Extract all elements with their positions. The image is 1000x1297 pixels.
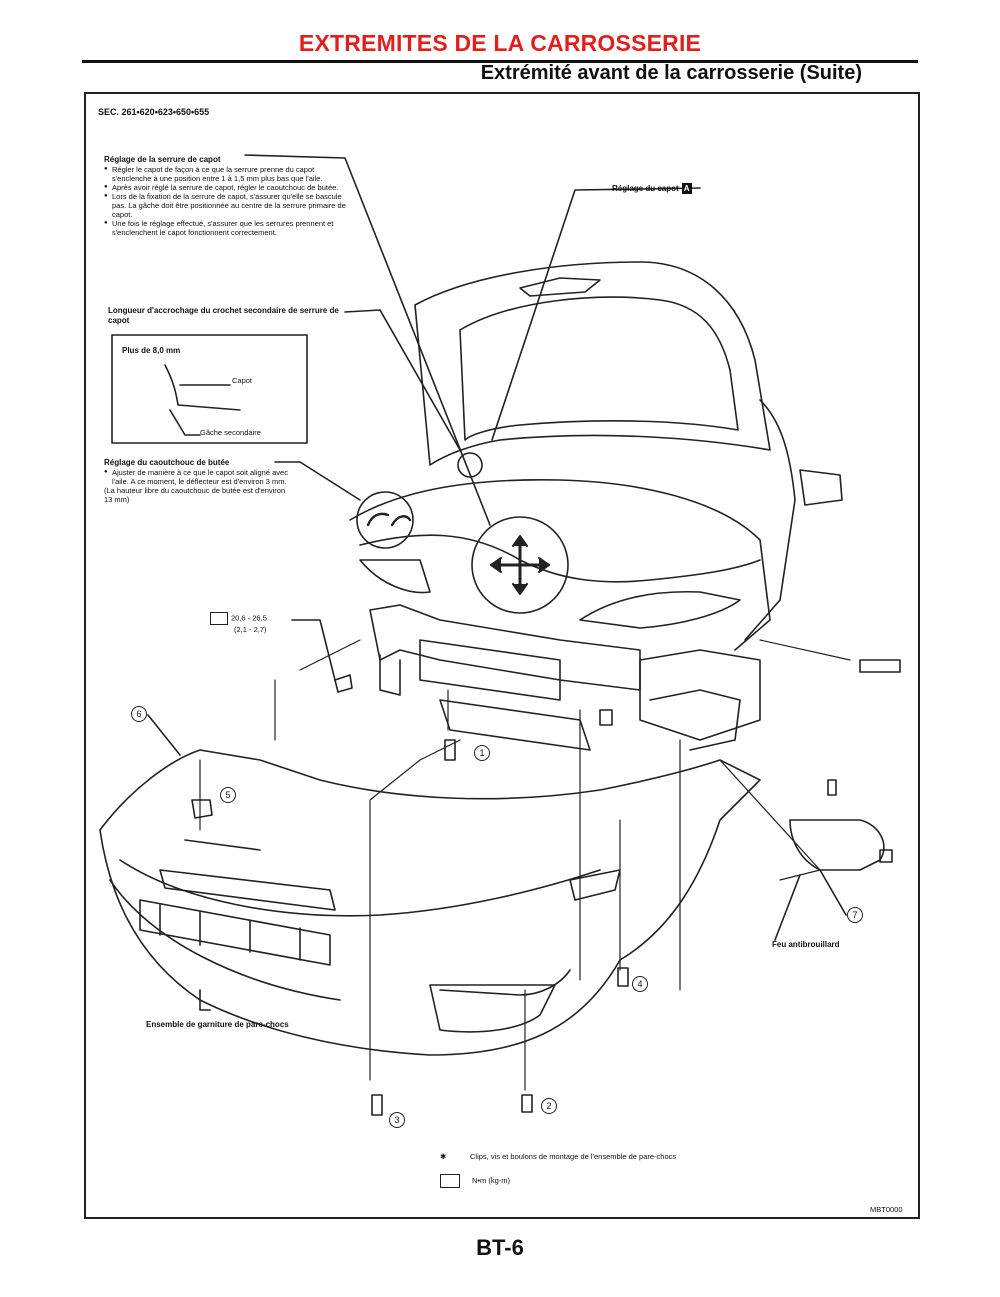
callout-number: 4 [632, 976, 648, 992]
hood-adjust-text: Réglage du capot [612, 184, 679, 193]
hood-lock-callout: Réglage de la serrure de capot Régler le… [104, 155, 349, 237]
callout-number: 3 [389, 1112, 405, 1128]
hook-length-title: Longueur d'accrochage du crochet seconda… [108, 306, 339, 325]
legend-star: ✱ Clips, vis et boulons de montage de l'e… [440, 1152, 676, 1161]
legend-torque-text: N•m (kg-m) [472, 1175, 511, 1185]
hood-inner-panel [459, 296, 739, 441]
torque-sub: (2,1 - 2,7) [234, 625, 267, 634]
legend-star-text: Clips, vis et boulons de montage de l'en… [470, 1152, 677, 1161]
star-icon: ✱ [440, 1152, 447, 1161]
bumper-cover [99, 829, 621, 1056]
ref-box-a: A [681, 183, 692, 194]
callout-number: 6 [131, 706, 147, 722]
headlamp-right [579, 590, 741, 629]
callout-number: 5 [220, 787, 236, 803]
callout-number: 2 [541, 1098, 557, 1114]
title-rule [82, 60, 918, 63]
bumper-rubber-callout: Réglage du caoutchouc de butée Ajuster d… [104, 458, 289, 504]
hood-lock-bullet: Lors de la fixation de la serrure de cap… [104, 192, 349, 219]
hood-lock-bullet: Après avoir réglé la serrure de capot, r… [104, 183, 349, 192]
fog-lamp-opening [429, 984, 556, 1033]
page-subtitle: Extrémité avant de la carrosserie (Suite… [480, 62, 862, 84]
torque-icon [210, 612, 228, 625]
page-number: BT-6 [476, 1235, 524, 1260]
hook-length-dim: Plus de 8,0 mm [122, 346, 181, 355]
hook-label-capot: Capot [232, 376, 253, 385]
side-mirror [799, 469, 843, 506]
headlamp-left [359, 559, 431, 594]
torque-legend-icon [440, 1174, 460, 1188]
bumper-assembly-label: Ensemble de garniture de pare-chocs [146, 1020, 289, 1029]
hood-lock-title: Réglage de la serrure de capot [104, 155, 221, 164]
hood-lock-bullet: Régler le capot de façon à ce que la ser… [104, 165, 349, 183]
fog-light-unit [789, 819, 885, 871]
legend-torque: N•m (kg-m) [440, 1174, 510, 1188]
bumper-rubber-title: Réglage du caoutchouc de butée [104, 458, 230, 467]
bumper-rubber-note: (La hauteur libre du caoutchouc de butée… [104, 486, 286, 504]
torque-spec: 20,6 - 26,5 (2,1 - 2,7) [210, 612, 267, 634]
diagram-frame [84, 92, 920, 1219]
callout-number: 1 [474, 745, 490, 761]
hood-lock-bullet: Une fois le réglage effectué, s'assurer … [104, 219, 349, 237]
sec-reference: SEC. 261•620•623•650•655 [98, 107, 210, 117]
torque-value: 20,6 - 26,5 [231, 613, 267, 623]
open-hood [414, 261, 771, 466]
fog-light-label: Feu antibrouillard [772, 940, 840, 949]
section-title: EXTREMITES DE LA CARROSSERIE [298, 30, 702, 56]
callout-number: 7 [847, 907, 863, 923]
figure-code: MBT0000 [870, 1205, 903, 1214]
hook-label-gache: Gâche secondaire [200, 428, 261, 437]
bumper-grille-lower [139, 899, 331, 966]
bumper-rubber-text: Ajuster de manière à ce que le capot soi… [104, 468, 289, 486]
